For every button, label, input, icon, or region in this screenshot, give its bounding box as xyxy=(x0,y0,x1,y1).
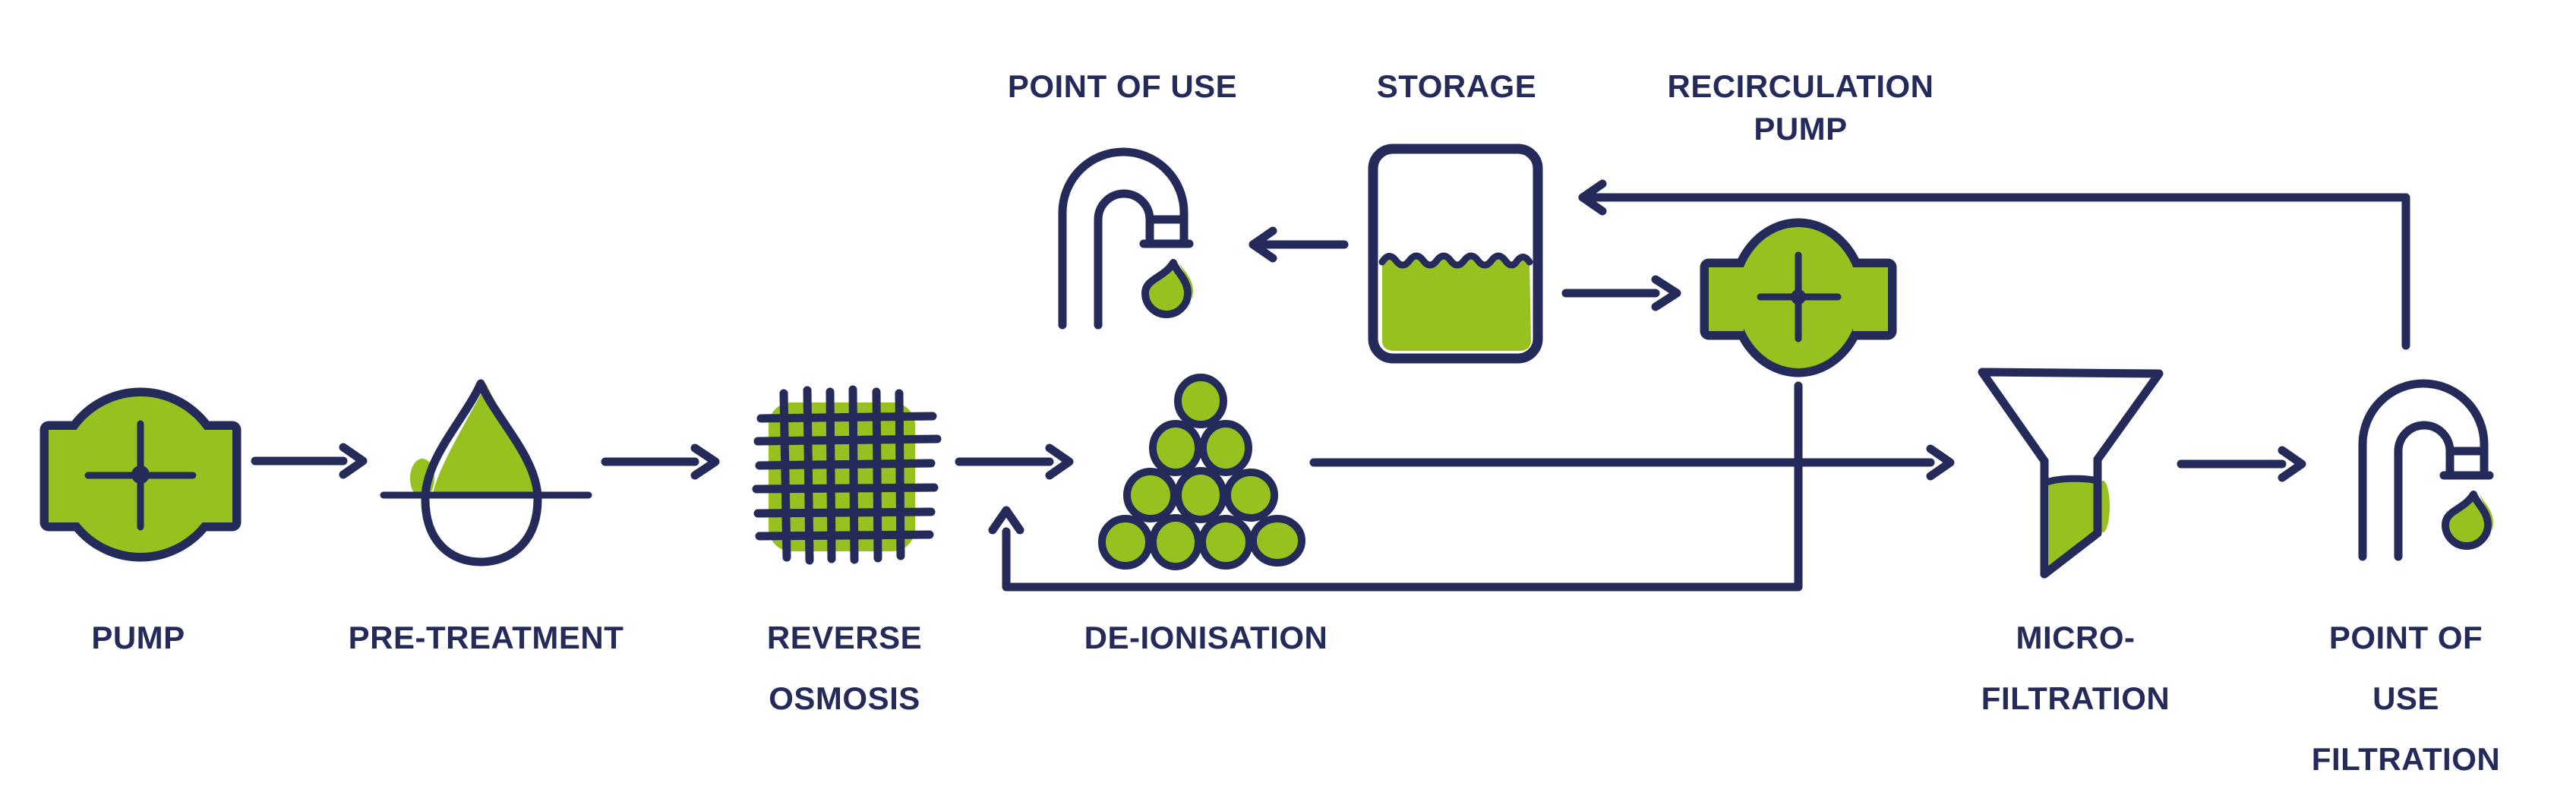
label-point-of-use-filtration: POINT OF USE FILTRATION xyxy=(2311,620,2501,777)
label-reverse-osmosis: REVERSE OSMOSIS xyxy=(766,620,923,716)
de-ionisation-beads-icon xyxy=(1098,374,1305,570)
label-pre-treatment: PRE-TREATMENT xyxy=(348,620,624,655)
label-recirculation-pump: RECIRCULATION PUMP xyxy=(1667,68,1934,147)
arrow-reverse-osmosis-to-de-ionisation xyxy=(955,443,1074,480)
micro-filtration-funnel-icon xyxy=(1978,368,2164,579)
arrow-de-ionisation-to-micro-filtration xyxy=(1309,444,1955,481)
recirculation-pump-icon xyxy=(1700,218,1897,377)
arrowhead-up-to-de-ionisation xyxy=(988,506,1024,535)
storage-tank-icon xyxy=(1368,144,1543,364)
label-point-of-use: POINT OF USE xyxy=(1007,68,1238,104)
reverse-osmosis-membrane-icon xyxy=(752,385,942,565)
arrow-pre-treatment-to-reverse-osmosis xyxy=(601,443,720,480)
recirculation-return-line xyxy=(1578,179,2410,350)
label-storage: STORAGE xyxy=(1376,68,1537,104)
label-pump: PUMP xyxy=(91,620,185,655)
label-de-ionisation: DE-IONISATION xyxy=(1084,620,1328,655)
water-level-line xyxy=(1378,252,1533,269)
arrow-storage-to-point-of-use xyxy=(1249,226,1349,263)
point-of-use-tap-icon xyxy=(1062,152,1193,325)
arrowhead-into-storage xyxy=(1578,179,1607,216)
funnel-liquid-line xyxy=(2043,475,2100,486)
recirculation-loop-line xyxy=(988,381,1803,592)
label-micro-filtration: MICRO- FILTRATION xyxy=(1981,620,2170,716)
point-of-use-filtration-tap-icon xyxy=(2363,383,2493,557)
arrow-storage-to-recirculation-pump xyxy=(1561,275,1681,311)
pre-treatment-droplet-icon xyxy=(380,379,592,567)
pump-icon xyxy=(39,387,242,562)
arrow-pump-to-pre-treatment xyxy=(251,443,368,479)
arrow-micro-filtration-to-point-of-use-filtration xyxy=(2177,446,2306,482)
